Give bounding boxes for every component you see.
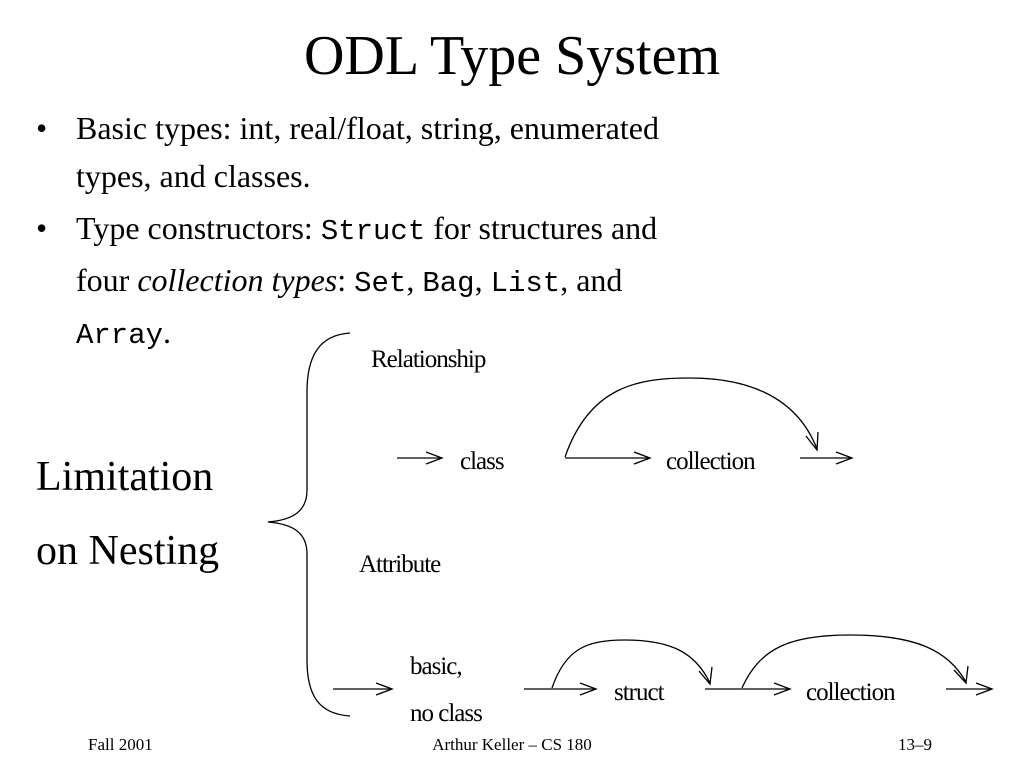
- arrowhead: [805, 431, 819, 452]
- code-struct: Struct: [320, 215, 426, 248]
- arrowhead: [579, 682, 598, 696]
- text-span: Type constructors:: [76, 210, 321, 246]
- arrowhead: [425, 451, 444, 465]
- relationship-label: Relationship: [371, 346, 486, 373]
- code-array: Array: [76, 319, 164, 352]
- footer-page-number: 13–9: [898, 735, 932, 754]
- footer-author: Arthur Keller – CS 180: [432, 735, 592, 754]
- text-span: four: [76, 262, 138, 298]
- bullet-line: four collection types: Set, Bag, List, a…: [76, 256, 856, 308]
- text-span: :: [337, 262, 355, 298]
- arrowhead: [773, 682, 792, 696]
- relationship-collection-label: collection: [666, 448, 756, 475]
- attribute-label: Attribute: [359, 551, 441, 578]
- arrowhead: [835, 451, 854, 465]
- bullet-line: Basic types: int, real/float, string, en…: [76, 110, 659, 146]
- attribute-noclass-label: no class: [410, 700, 483, 727]
- attribute-basic-label: basic,: [410, 653, 463, 680]
- arc-struct-to-collection-out: [741, 634, 967, 689]
- slide-title: ODL Type System: [303, 25, 721, 87]
- footer-date: Fall 2001: [88, 735, 153, 754]
- arrowhead: [633, 451, 652, 465]
- arrowhead: [698, 666, 713, 686]
- text-span: ,: [406, 262, 423, 298]
- code-list: List: [490, 267, 561, 300]
- limitation-label-line2: on Nesting: [36, 528, 220, 574]
- arc-class-to-out: [564, 377, 818, 458]
- text-span: .: [163, 314, 172, 350]
- arrowhead: [975, 682, 994, 696]
- curly-brace: [267, 332, 351, 717]
- bullet-line: Array.: [76, 308, 856, 360]
- arrowhead: [953, 665, 969, 685]
- emphasis-collection-types: collection types: [137, 262, 338, 298]
- code-bag: Bag: [422, 267, 475, 300]
- relationship-class-label: class: [460, 448, 505, 475]
- text-span: ,: [474, 262, 491, 298]
- limitation-label-line1: Limitation: [36, 454, 214, 500]
- bullet-body: Type constructors: Struct for structures…: [76, 204, 856, 360]
- arrowhead: [375, 682, 394, 696]
- text-span: , and: [560, 262, 623, 298]
- bullet-dot: •: [36, 210, 48, 246]
- bullet-body: Basic types: int, real/float, string, en…: [76, 104, 856, 200]
- arc-basic-to-struct-out: [551, 639, 711, 689]
- code-set: Set: [354, 267, 407, 300]
- bullet-line: types, and classes.: [76, 158, 311, 194]
- attribute-collection-label: collection: [806, 679, 896, 706]
- bullet-dot: •: [36, 110, 48, 146]
- bullet-line: Type constructors: Struct for structures…: [76, 204, 856, 256]
- attribute-struct-label: struct: [614, 679, 665, 706]
- text-span: for structures and: [425, 210, 658, 246]
